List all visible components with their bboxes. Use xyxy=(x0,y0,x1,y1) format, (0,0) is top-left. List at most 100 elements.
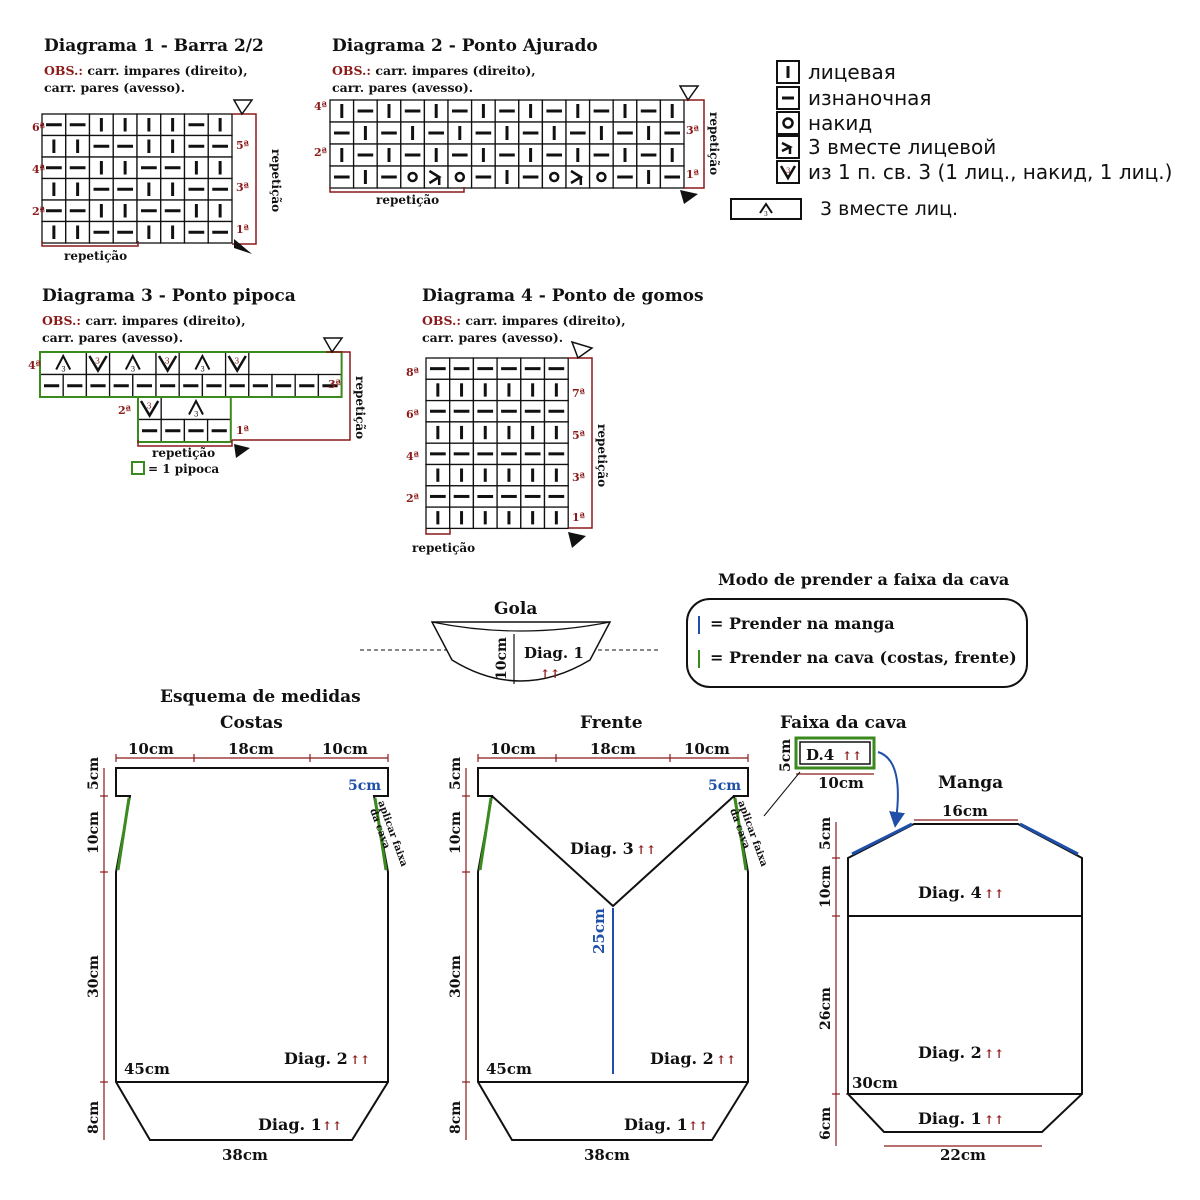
faixa-label: D.4 xyxy=(806,746,834,764)
svg-text:3: 3 xyxy=(95,356,100,365)
frente-diag2: Diag. 2 xyxy=(650,1049,714,1068)
svg-text:3: 3 xyxy=(194,411,198,419)
diagram-4-chart: 8ª 6ª 4ª 2ª 7ª 5ª 3ª 1ª repetição repeti… xyxy=(406,340,609,555)
knit-icon xyxy=(776,60,800,84)
diagram-4-obs: OBS.: carr. impares (direito), carr. pare… xyxy=(422,312,626,346)
row-label: 2ª xyxy=(32,205,46,218)
manga-diag2: Diag. 2 xyxy=(918,1043,982,1062)
frente-width-45: 45cm xyxy=(486,1060,532,1078)
obs-label: OBS.: xyxy=(44,63,84,78)
svg-text:3: 3 xyxy=(61,366,65,374)
row-label: 2ª xyxy=(118,404,132,417)
blue-line-icon xyxy=(698,615,700,634)
diagram-2-grid xyxy=(329,99,685,189)
repeat-label: repetição xyxy=(376,193,439,207)
diagram-3-obs: OBS.: carr. impares (direito),carr. pare… xyxy=(42,312,246,346)
costas-shape xyxy=(115,767,389,1141)
modo-title: Modo de prender a faixa da cava xyxy=(718,570,1010,589)
obs-line-2: carr. pares (avesso). xyxy=(422,330,564,345)
pipoca-note: = 1 pipoca xyxy=(148,462,219,476)
legend-item-k3tog-wide: 3 3 вместе лиц. xyxy=(730,198,958,220)
legend-label: 3 вместе лицевой xyxy=(808,135,997,159)
legend-item-increase: 3 из 1 п. св. 3 (1 лиц., накид, 1 лиц.) xyxy=(776,160,1172,184)
costas-top-left: 10cm xyxy=(128,740,174,758)
manga-bottom-22: 22cm xyxy=(940,1146,986,1164)
frente-title: Frente xyxy=(580,713,643,733)
diagram-4-grid xyxy=(425,357,569,530)
faixa-title: Faixa da cava xyxy=(780,713,907,733)
manga-top-16: 16cm xyxy=(942,802,988,820)
increase-3-from-1-icon: 3 xyxy=(776,160,800,184)
k3tog-wide-icon: 3 xyxy=(730,198,802,220)
row-label: 3ª xyxy=(572,471,586,484)
up-arrows-icon: ↑↑ xyxy=(842,749,862,763)
manga-side-5: 5cm xyxy=(818,817,834,850)
svg-text:3: 3 xyxy=(147,401,152,410)
start-arrow-icon xyxy=(234,239,252,254)
legend-item-k3tog: 3 вместе лицевой xyxy=(776,135,996,159)
frente-top-left: 10cm xyxy=(490,740,536,758)
repeat-side-label: repetição xyxy=(269,149,283,212)
start-arrow-icon xyxy=(568,532,586,548)
obs-line-1: carr. impares (direito), xyxy=(85,313,246,328)
frente-diag3: Diag. 3 xyxy=(570,839,634,858)
manga-side-26: 26cm xyxy=(818,987,834,1030)
modo-blue-row: = Prender na manga xyxy=(698,614,895,634)
obs-line-2: carr. pares (avesso). xyxy=(332,80,474,95)
up-arrows-icon: ↑↑ xyxy=(540,667,560,681)
manga-diag4: Diag. 4 xyxy=(918,883,982,902)
row-label: 1ª xyxy=(686,168,700,181)
start-arrow-icon xyxy=(678,85,700,102)
diagram-1-obs: OBS.: carr. impares (direito), carr. pare… xyxy=(44,62,248,96)
costas-title-1: Esquema de medidas xyxy=(160,687,361,707)
row-label: 7ª xyxy=(572,387,586,400)
costas-armhole-5: 5cm xyxy=(348,778,381,794)
frente-v-neck xyxy=(491,795,735,908)
up-arrows-icon: ↑↑ xyxy=(636,843,656,857)
obs-line-2: carr. pares (avesso). xyxy=(42,330,184,345)
costas-side-8: 8cm xyxy=(86,1101,102,1134)
obs-line-2: carr. pares (avesso). xyxy=(44,80,186,95)
diagram-3-title: Diagrama 3 - Ponto pipoca xyxy=(42,286,296,306)
row-label: 1ª xyxy=(236,424,250,437)
diagram-1-chart: 6ª 4ª 2ª 5ª 3ª 1ª repetição repetição xyxy=(32,99,283,263)
costas-side-10: 10cm xyxy=(86,811,102,854)
start-arrow-icon xyxy=(680,190,698,204)
manga-side-10: 10cm xyxy=(818,865,834,908)
legend-label: изнаночная xyxy=(808,86,932,110)
costas-side-30: 30cm xyxy=(86,955,102,998)
frente-side-8: 8cm xyxy=(448,1101,464,1134)
row-label: 2ª xyxy=(314,146,328,159)
row-label: 2ª xyxy=(406,492,420,505)
legend-label: лицевая xyxy=(808,60,896,84)
row-label: 5ª xyxy=(572,429,586,442)
obs-line-1: carr. impares (direito), xyxy=(87,63,248,78)
green-line-icon xyxy=(698,649,700,668)
repeat-side-label: repetição xyxy=(353,376,367,439)
diagram-2-chart: 4ª 2ª 3ª 1ª repetição repetição xyxy=(314,85,721,207)
obs-label: OBS.: xyxy=(422,313,462,328)
frente-side-10: 10cm xyxy=(448,811,464,854)
costas-bottom-38: 38cm xyxy=(222,1146,268,1164)
up-arrows-icon: ↑↑ xyxy=(984,1047,1004,1061)
frente-top-mid: 18cm xyxy=(590,740,636,758)
k3tog-icon xyxy=(776,135,800,159)
faixa-width: 10cm xyxy=(818,774,864,792)
gola-diag-label: Diag. 1 xyxy=(524,644,584,662)
row-label: 6ª xyxy=(406,408,420,421)
faixa-height: 5cm xyxy=(778,739,794,772)
up-arrows-icon: ↑↑ xyxy=(984,887,1004,901)
row-label: 4ª xyxy=(32,163,46,176)
up-arrows-icon: ↑↑ xyxy=(688,1119,708,1133)
faixa-band xyxy=(794,736,876,770)
frente-v-depth: 25cm xyxy=(590,908,608,954)
purl-icon xyxy=(776,86,800,110)
gola-height-label: 10cm xyxy=(494,637,510,680)
up-arrows-icon: ↑↑ xyxy=(716,1053,736,1067)
gola-title: Gola xyxy=(494,599,537,619)
obs-line-1: carr. impares (direito), xyxy=(465,313,626,328)
pipoca-swatch-icon xyxy=(131,461,145,475)
costas-diag1: Diag. 1 xyxy=(258,1115,322,1134)
costas-side-5: 5cm xyxy=(86,757,102,790)
